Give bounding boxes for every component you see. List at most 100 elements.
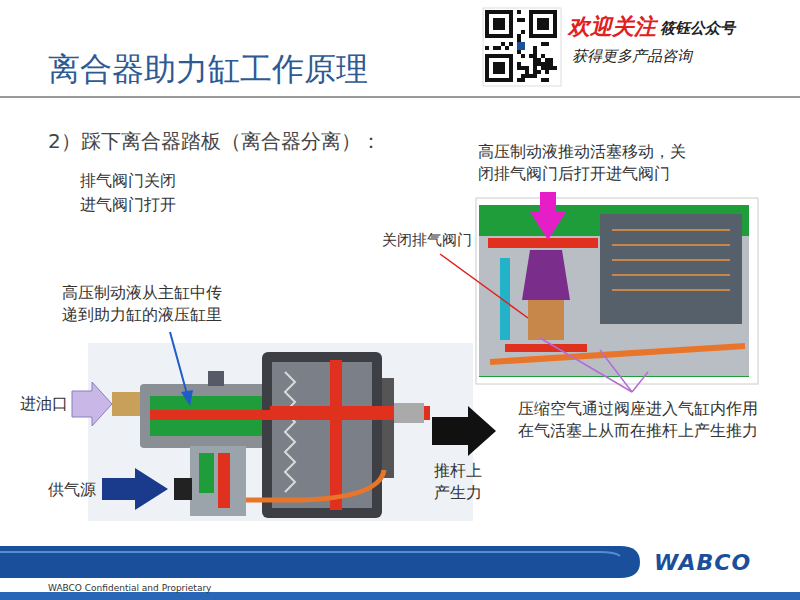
qr-module	[553, 18, 557, 22]
qr-module	[485, 30, 489, 34]
booster-illustration	[285, 372, 295, 492]
qr-module	[521, 30, 525, 34]
booster-illustration	[330, 360, 342, 510]
qr-module	[517, 42, 521, 46]
valve-state: 进气阀门打开	[80, 194, 176, 216]
qr-module	[545, 58, 549, 62]
qr-module	[521, 18, 525, 22]
callout-text: 高压制动液从主缸中传递到助力缸的液压缸里	[62, 282, 232, 325]
flow-arrows	[432, 406, 496, 456]
qr-module	[541, 34, 545, 38]
qr-module	[521, 66, 525, 70]
booster-illustration	[262, 352, 382, 518]
qr-module	[537, 70, 541, 74]
qr-module	[549, 34, 553, 38]
qr-module	[485, 14, 489, 18]
qr-module	[501, 78, 505, 82]
qr-module	[509, 10, 513, 14]
qr-module	[509, 18, 513, 22]
leader-lines	[600, 350, 632, 392]
qr-module	[529, 26, 533, 30]
qr-module	[493, 46, 497, 50]
wechat-greeting: 欢迎关注	[568, 12, 656, 42]
qr-module	[517, 66, 521, 70]
qr-module	[545, 78, 549, 82]
valve-detail-inset	[600, 214, 742, 324]
qr-module	[489, 10, 493, 14]
callout-text: 高压制动液推动活塞移动，关闭排气阀门后打开进气阀门	[478, 141, 690, 184]
callout-text: 压缩空气通过阀座进入气缸内作用在气活塞上从而在推杆上产生推力	[518, 398, 764, 441]
qr-module	[521, 54, 525, 58]
qr-module	[553, 10, 557, 14]
leader-lines	[632, 372, 648, 392]
qr-module	[493, 10, 497, 14]
qr-module	[501, 34, 505, 38]
qr-module	[553, 34, 557, 38]
valve-detail-inset	[490, 346, 745, 362]
qr-module	[493, 54, 497, 58]
qr-module	[541, 10, 545, 14]
step-heading: 2）踩下离合器踏板（离合器分离）：	[48, 128, 381, 155]
booster-illustration	[208, 371, 224, 386]
booster-illustration	[174, 478, 192, 500]
title-rule	[0, 96, 800, 98]
qr-module	[509, 54, 513, 58]
qr-module	[545, 62, 549, 66]
qr-module	[501, 26, 505, 30]
qr-module	[497, 66, 501, 70]
qr-module	[533, 62, 537, 66]
qr-module	[497, 70, 501, 74]
qr-module	[493, 62, 497, 66]
qr-module	[545, 66, 549, 70]
qr-module	[537, 22, 541, 26]
valve-detail-inset	[505, 344, 587, 352]
valve-detail-inset	[476, 192, 758, 384]
qr-module	[509, 74, 513, 78]
qr-module	[493, 22, 497, 26]
qr-module	[485, 10, 489, 14]
account-name: 筱钰公众号	[660, 18, 735, 38]
qr-module	[517, 62, 521, 66]
qr-module	[553, 22, 557, 26]
qr-module	[485, 46, 489, 50]
qr-module	[489, 78, 493, 82]
qr-module	[553, 30, 557, 34]
qr-module	[485, 74, 489, 78]
qr-module	[497, 54, 501, 58]
qr-module	[537, 18, 541, 22]
qr-module	[485, 26, 489, 30]
qr-module	[533, 74, 537, 78]
qr-module	[501, 10, 505, 14]
brand-logo: WABCO	[648, 548, 757, 578]
qr-module	[517, 78, 521, 82]
booster-illustration	[218, 453, 230, 508]
qr-module	[529, 30, 533, 34]
qr-module	[493, 26, 497, 30]
qr-module	[497, 62, 501, 66]
output-label: 推杆上产生力	[434, 460, 486, 503]
qr-module	[521, 74, 525, 78]
qr-module	[497, 22, 501, 26]
qr-module	[485, 22, 489, 26]
qr-module	[533, 46, 537, 50]
booster-illustration	[272, 362, 372, 508]
booster-illustration	[190, 446, 246, 516]
qr-module	[529, 74, 533, 78]
qr-module	[533, 58, 537, 62]
qr-module	[533, 10, 537, 14]
qr-module	[541, 42, 545, 46]
qr-module	[537, 26, 541, 30]
qr-module	[517, 38, 521, 42]
qr-module	[485, 62, 489, 66]
qr-module	[485, 66, 489, 70]
valve-detail-inset	[528, 300, 564, 340]
follow-note: 获得更多产品咨询	[572, 46, 692, 66]
footer-band	[0, 592, 800, 600]
qr-module	[529, 22, 533, 26]
qr-module	[485, 78, 489, 82]
footer-note: WABCO Confidential and Proprietary	[48, 582, 211, 594]
flow-arrows	[170, 332, 187, 394]
qr-module	[489, 54, 493, 58]
qr-module	[485, 54, 489, 58]
